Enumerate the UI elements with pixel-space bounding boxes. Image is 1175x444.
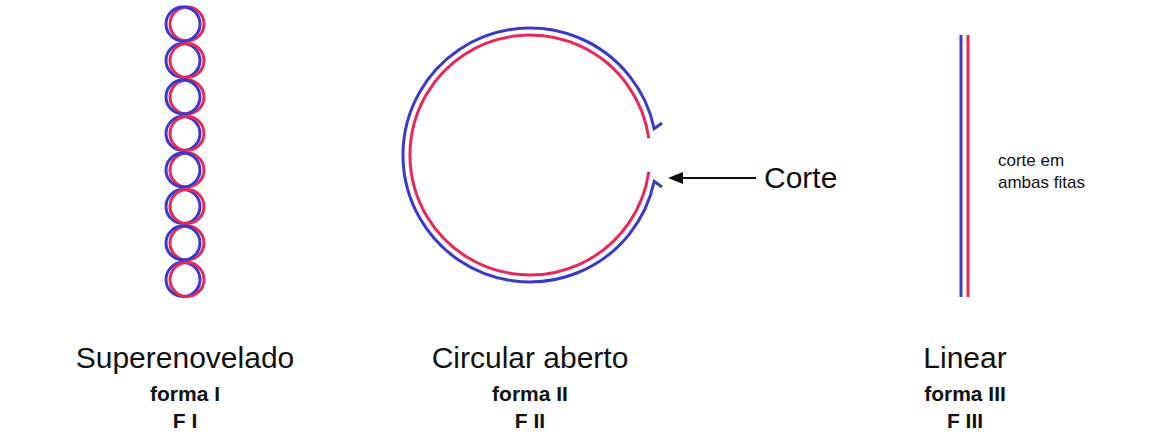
form-code: F III <box>947 408 983 433</box>
form-name: Linear <box>923 340 1006 376</box>
strand-blue <box>166 153 200 187</box>
strand-blue <box>960 35 963 297</box>
strand-red <box>170 117 204 151</box>
form-code: F I <box>173 408 198 433</box>
form-name: Superenovelado <box>76 340 295 376</box>
form-number: forma I <box>150 381 220 406</box>
form-number: forma II <box>492 381 568 406</box>
annotation: corte em ambas fitas <box>998 150 1110 194</box>
strand-red <box>967 35 970 297</box>
form-number: forma III <box>924 381 1006 406</box>
cut-pointer <box>668 172 756 184</box>
strand-red <box>170 44 204 78</box>
strand-blue <box>403 28 662 282</box>
strand-red <box>410 35 649 275</box>
strand-blue <box>166 7 200 41</box>
strand-red <box>170 263 204 297</box>
strand-red <box>170 190 204 224</box>
form-name: Circular aberto <box>432 340 629 376</box>
strand-blue <box>166 80 200 114</box>
open-circular-dna <box>403 28 662 282</box>
pointer-line <box>680 177 756 179</box>
supercoiled-dna <box>166 7 204 297</box>
form-code: F II <box>515 408 545 433</box>
arrow-head <box>668 172 683 184</box>
strand-blue <box>166 226 200 260</box>
linear-dna <box>961 35 968 297</box>
pointer-label: Corte <box>764 160 837 196</box>
